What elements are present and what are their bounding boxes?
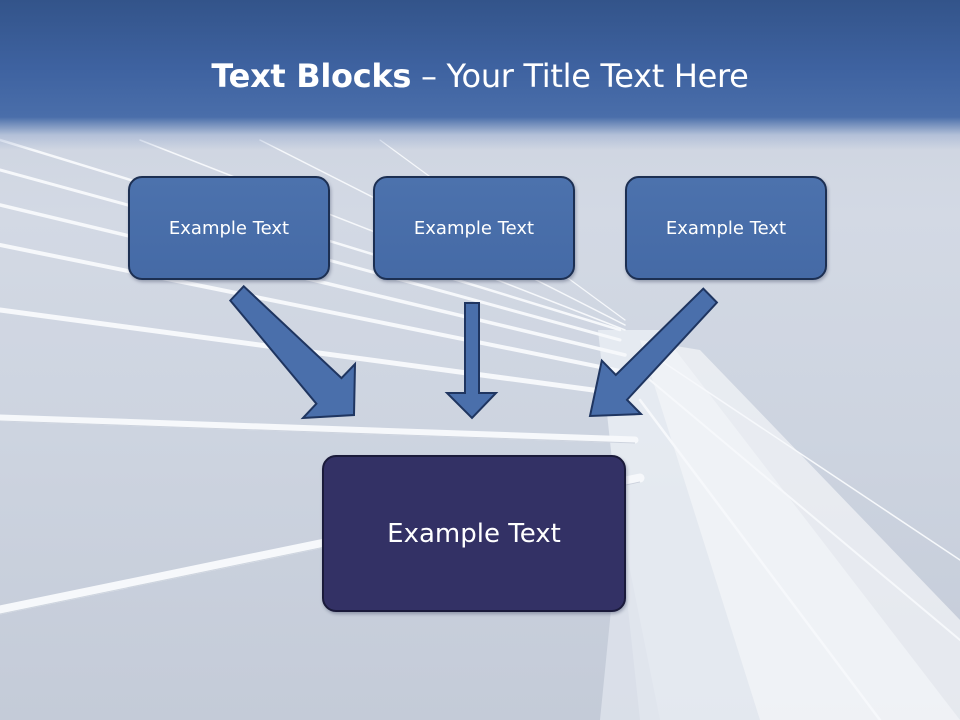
top-box-3-label: Example Text bbox=[665, 217, 787, 239]
top-box-2[interactable]: Example Text bbox=[373, 176, 575, 280]
header-band bbox=[0, 0, 960, 150]
top-box-3[interactable]: Example Text bbox=[625, 176, 827, 280]
bottom-box[interactable]: Example Text bbox=[322, 455, 626, 612]
bottom-box-label: Example Text bbox=[387, 518, 561, 549]
top-box-2-label: Example Text bbox=[413, 217, 535, 239]
arrow-center bbox=[444, 302, 499, 420]
top-box-1-label: Example Text bbox=[168, 217, 290, 239]
top-box-1[interactable]: Example Text bbox=[128, 176, 330, 280]
slide-title: Text Blocks – Your Title Text Here bbox=[0, 56, 960, 96]
arrow-right bbox=[588, 287, 719, 418]
arrow-left bbox=[228, 284, 357, 420]
title-bold: Text Blocks bbox=[211, 57, 412, 95]
title-rest: – Your Title Text Here bbox=[411, 57, 749, 95]
